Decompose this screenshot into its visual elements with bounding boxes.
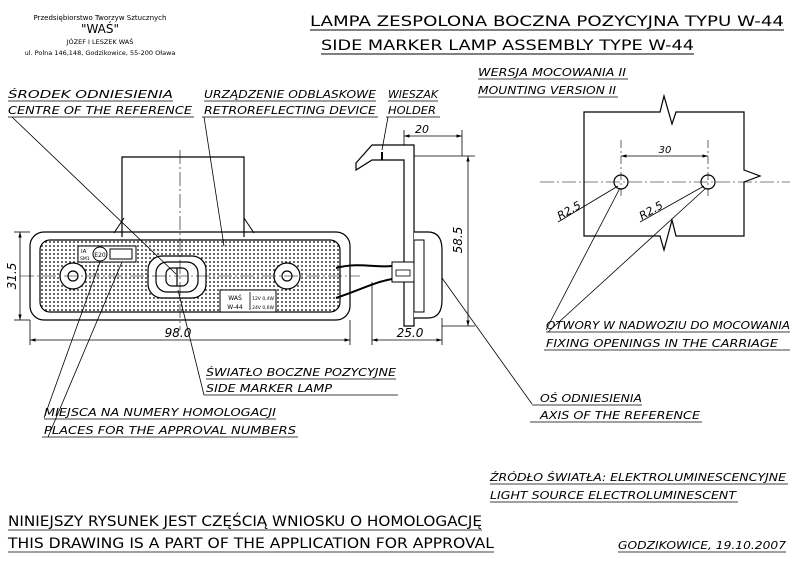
label-side-marker-en: SIDE MARKER LAMP — [206, 382, 332, 395]
label-approval-en: PLACES FOR THE APPROVAL NUMBERS — [44, 424, 296, 437]
label-retro-en: RETROREFLECTING DEVICE — [204, 104, 376, 117]
mark-24v: 24V 0,6W — [252, 305, 274, 311]
label-holder-en: HOLDER — [388, 104, 436, 117]
side-view — [335, 144, 443, 327]
footer-place-date: GODZIKOWICE, 19.10.2007 — [618, 539, 786, 552]
label-mounting-pl: WERSJA MOCOWANIA II — [478, 66, 626, 79]
dim-holder-width — [403, 130, 463, 156]
title-pl: LAMPA ZESPOLONA BOCZNA POZYCYJNA TYPU W-… — [310, 14, 784, 30]
label-side-marker-pl: ŚWIATŁO BOCZNE POZYCYJNE — [206, 366, 396, 379]
label-holder-pl: WIESZAK — [388, 88, 439, 101]
dim-height-label: 31.5 — [5, 263, 19, 290]
dim-width-label: 98.0 — [165, 326, 192, 340]
label-fixing-pl: OTWORY W NADWOZIU DO MOCOWANIA — [546, 319, 790, 332]
dim-total-height-label: 58.5 — [451, 227, 465, 254]
title-block: LAMPA ZESPOLONA BOCZNA POZYCYJNA TYPU W-… — [310, 14, 784, 55]
label-mounting-en: MOUNTING VERSION II — [478, 84, 616, 97]
mark-model: W-44 — [227, 304, 243, 311]
company-name: "WAŚ" — [81, 21, 119, 36]
label-fixing-en: FIXING OPENINGS IN THE CARRIAGE — [546, 337, 778, 350]
callouts: ŚRODEK ODNIESIENIA CENTRE OF THE REFEREN… — [8, 66, 790, 502]
leader-lines — [8, 78, 790, 553]
label-approval-pl: MIEJSCA NA NUMERY HOMOLOGACJI — [44, 406, 276, 419]
label-axis-pl: OŚ ODNIESIENIA — [540, 392, 642, 405]
radius-leaders — [557, 185, 705, 223]
radius-left-label: R2.5 — [555, 199, 583, 223]
label-reference-centre-pl: ŚRODEK ODNIESIENIA — [8, 88, 173, 101]
label-light-source-en: LIGHT SOURCE ELECTROLUMINESCENT — [490, 489, 737, 502]
lamp-marks: IA SM1 E20 WAŚ W-44 12V 0,4W 24V 0,6W — [80, 249, 274, 311]
rating-label-box — [219, 289, 277, 313]
lamp-mount-outline — [121, 156, 245, 237]
company-address: ul. Polna 146,148, Godzikowice, 55-200 O… — [25, 49, 176, 57]
company-header: Przedsiębiorstwo Tworzyw Sztucznych "WAŚ… — [25, 14, 176, 57]
wire-top — [335, 264, 393, 269]
mark-12v: 12V 0,4W — [252, 296, 274, 302]
dim-total-height — [414, 155, 475, 327]
mark-brand: WAŚ — [228, 295, 242, 302]
footer-statement-en: THIS DRAWING IS A PART OF THE APPLICATIO… — [7, 536, 494, 552]
wire-bottom — [335, 278, 393, 299]
company-line1: Przedsiębiorstwo Tworzyw Sztucznych — [34, 14, 167, 22]
mark-ia: IA — [81, 249, 87, 255]
footer: NINIEJSZY RYSUNEK JEST CZĘŚCIĄ WNIOSKU O… — [7, 512, 786, 552]
holder-bracket — [355, 144, 415, 327]
dim-depth-label: 25.0 — [397, 326, 424, 340]
front-view — [20, 150, 360, 330]
dim-holder-width-label: 20 — [415, 123, 429, 136]
label-light-source-pl: ŹRÓDŁO ŚWIATŁA: ELEKTROLUMINESCENCYJNE — [489, 471, 786, 484]
label-axis-en: AXIS OF THE REFERENCE — [539, 409, 700, 422]
label-retro-pl: URZĄDZENIE ODBLASKOWE — [204, 88, 376, 101]
mark-e20: E20 — [94, 252, 106, 259]
mark-sm1: SM1 — [80, 256, 90, 262]
footer-statement-pl: NINIEJSZY RYSUNEK JEST CZĘŚCIĄ WNIOSKU O… — [8, 512, 482, 530]
label-reference-centre-en: CENTRE OF THE REFERENCE — [8, 104, 192, 117]
company-owners: JÓZEF I LESZEK WAŚ — [66, 37, 134, 46]
dim-depth — [371, 282, 443, 345]
dim-height — [14, 231, 30, 321]
plate-outline — [583, 93, 762, 253]
title-en: SIDE MARKER LAMP ASSEMBLY TYPE W-44 — [321, 38, 694, 54]
mounting-plate — [540, 93, 790, 253]
dim-hole-spacing-label: 30 — [659, 145, 672, 156]
